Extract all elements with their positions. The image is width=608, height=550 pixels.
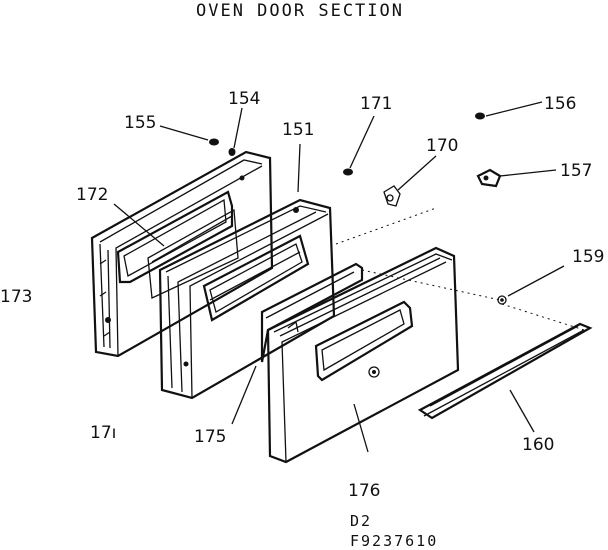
leader-lines	[113, 101, 565, 453]
label-176: 176	[348, 481, 380, 501]
label-159: 159	[572, 247, 604, 267]
gasket-175	[260, 262, 364, 363]
label-175: 175	[194, 427, 226, 447]
label-151: 151	[282, 120, 314, 140]
label-155: 155	[124, 113, 156, 133]
screw-154	[228, 148, 236, 156]
clip-157	[476, 168, 502, 188]
screw-171	[343, 168, 353, 176]
drawing-code-line2: F9237610	[350, 532, 438, 550]
bumper-159	[497, 295, 507, 305]
handle-trim-160	[417, 322, 593, 420]
outer-door-panel-176	[266, 246, 460, 464]
label-171: 171	[360, 94, 392, 114]
label-154: 154	[228, 89, 260, 109]
diagram-title: OVEN DOOR SECTION	[196, 1, 404, 21]
label-172: 172	[76, 185, 108, 205]
screw-155	[209, 138, 219, 146]
screw-156	[475, 112, 485, 120]
drawing-code-line1: D2	[350, 512, 372, 530]
label-157: 157	[560, 161, 592, 181]
label-160: 160	[522, 435, 554, 455]
hinge-170	[383, 185, 401, 207]
label-173: 173	[0, 287, 32, 307]
label-174: 17ı	[90, 423, 116, 443]
door-liner-151	[158, 198, 336, 400]
assembly-lines	[335, 207, 585, 331]
inner-door-frame	[90, 150, 274, 358]
label-156: 156	[544, 94, 576, 114]
label-170: 170	[426, 136, 458, 156]
